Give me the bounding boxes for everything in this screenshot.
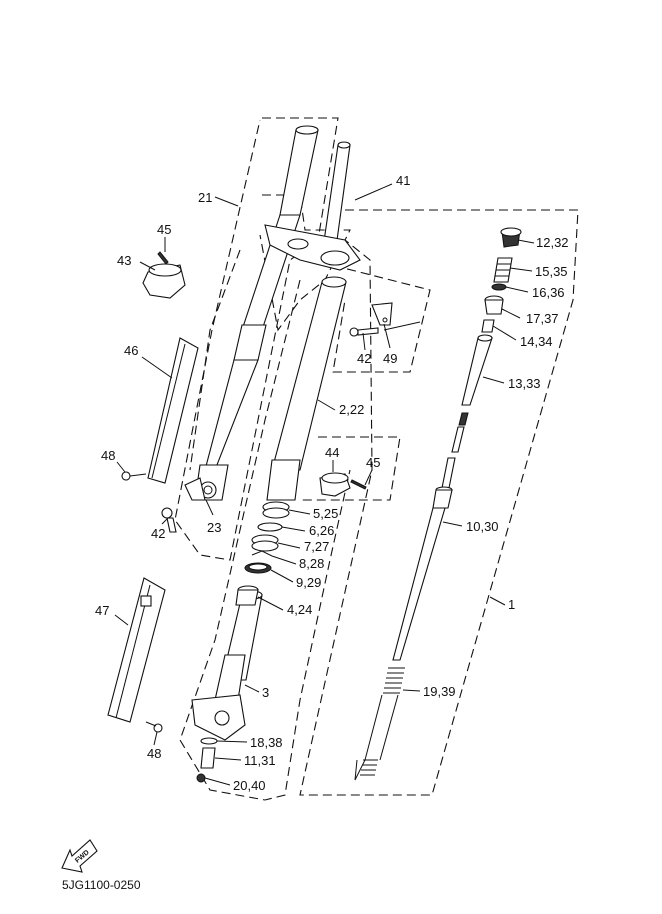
group-boundary-left bbox=[189, 249, 241, 471]
label-part-45-upper[interactable]: 45 bbox=[157, 222, 171, 237]
part-48-bolt-lower[interactable] bbox=[145, 721, 163, 733]
label-part-15[interactable]: 15,35 bbox=[535, 264, 568, 279]
part-18-o-ring[interactable] bbox=[200, 737, 218, 745]
label-part-18[interactable]: 18,38 bbox=[250, 735, 283, 750]
part-2-inner-tube[interactable] bbox=[266, 276, 347, 501]
part-3-lower-tube[interactable] bbox=[191, 590, 263, 741]
part-damper-spring bbox=[451, 412, 469, 453]
group-boundary-21 bbox=[174, 117, 339, 561]
leader-lines bbox=[114, 183, 535, 786]
group-boundary-1 bbox=[299, 209, 579, 796]
part-4-dust-seal[interactable] bbox=[235, 585, 259, 606]
part-10-damper-rod[interactable] bbox=[392, 457, 456, 661]
label-part-44[interactable]: 44 bbox=[325, 445, 339, 460]
part-46-guard[interactable] bbox=[147, 337, 199, 484]
part-41-steering-stem[interactable] bbox=[264, 141, 361, 271]
label-part-7[interactable]: 7,27 bbox=[304, 539, 329, 554]
label-part-43[interactable]: 43 bbox=[117, 253, 131, 268]
part-42-bolt-left[interactable] bbox=[161, 507, 177, 533]
part-13-rod[interactable] bbox=[461, 334, 493, 406]
label-part-19[interactable]: 19,39 bbox=[423, 684, 456, 699]
group-boundary-3 bbox=[179, 279, 351, 801]
group-boundary-2 bbox=[319, 261, 431, 373]
label-part-42-right[interactable]: 42 bbox=[357, 351, 371, 366]
label-part-47[interactable]: 47 bbox=[95, 603, 109, 618]
part-5-bushing[interactable] bbox=[262, 501, 290, 519]
label-part-48-upper[interactable]: 48 bbox=[101, 448, 115, 463]
diagram-code: 5JG1100-0250 bbox=[62, 878, 141, 892]
label-part-21[interactable]: 21 bbox=[198, 190, 212, 205]
label-part-12[interactable]: 12,32 bbox=[536, 235, 569, 250]
label-part-16[interactable]: 16,36 bbox=[532, 285, 565, 300]
label-part-42-left[interactable]: 42 bbox=[151, 526, 165, 541]
group-boundary-44 bbox=[300, 436, 401, 501]
part-45-bolt-upper[interactable] bbox=[157, 251, 169, 265]
part-23-fork-bottom[interactable] bbox=[184, 464, 229, 501]
part-21-outer-tube[interactable] bbox=[204, 125, 319, 471]
label-part-2[interactable]: 2,22 bbox=[339, 402, 364, 417]
part-7-bushing[interactable] bbox=[251, 534, 279, 552]
label-part-11[interactable]: 11,31 bbox=[244, 753, 276, 768]
label-part-49[interactable]: 49 bbox=[383, 351, 397, 366]
label-part-1[interactable]: 1 bbox=[508, 597, 515, 612]
part-17-collar[interactable] bbox=[484, 295, 504, 315]
part-20-washer[interactable] bbox=[196, 773, 206, 783]
label-part-17[interactable]: 17,37 bbox=[526, 311, 559, 326]
label-part-8[interactable]: 8,28 bbox=[299, 556, 324, 571]
fwd-arrow-icon: FWD bbox=[61, 839, 98, 873]
part-11-bolt[interactable] bbox=[200, 747, 216, 769]
part-45-bolt-lower[interactable] bbox=[350, 479, 367, 490]
part-19-spring[interactable] bbox=[360, 667, 405, 776]
label-part-14[interactable]: 14,34 bbox=[520, 334, 553, 349]
label-part-48-lower[interactable]: 48 bbox=[147, 746, 161, 761]
label-part-6[interactable]: 6,26 bbox=[309, 523, 334, 538]
label-part-9[interactable]: 9,29 bbox=[296, 575, 321, 590]
part-44-holder[interactable] bbox=[319, 472, 351, 497]
part-16-ring[interactable] bbox=[491, 283, 507, 291]
label-part-13[interactable]: 13,33 bbox=[508, 376, 541, 391]
label-part-10[interactable]: 10,30 bbox=[466, 519, 499, 534]
part-6-washer[interactable] bbox=[257, 522, 283, 532]
label-part-3[interactable]: 3 bbox=[262, 685, 269, 700]
part-15-spacer[interactable] bbox=[493, 257, 513, 283]
label-part-45-lower[interactable]: 45 bbox=[366, 455, 380, 470]
label-part-5[interactable]: 5,25 bbox=[313, 506, 338, 521]
label-part-41[interactable]: 41 bbox=[396, 173, 410, 188]
label-part-23[interactable]: 23 bbox=[207, 520, 221, 535]
part-12-cap-bolt[interactable] bbox=[500, 227, 522, 248]
part-14-nut[interactable] bbox=[481, 319, 495, 333]
label-part-20[interactable]: 20,40 bbox=[233, 778, 266, 793]
part-49-bracket[interactable] bbox=[371, 302, 393, 326]
label-part-46[interactable]: 46 bbox=[124, 343, 138, 358]
part-42-bolt-right[interactable] bbox=[349, 327, 379, 337]
part-48-bolt-upper[interactable] bbox=[121, 471, 147, 481]
label-part-4[interactable]: 4,24 bbox=[287, 602, 312, 617]
part-43-holder[interactable] bbox=[142, 263, 186, 299]
part-47-guard-lower[interactable] bbox=[107, 577, 166, 723]
part-8-clip[interactable] bbox=[251, 550, 273, 557]
part-9-oil-seal[interactable] bbox=[244, 562, 272, 574]
